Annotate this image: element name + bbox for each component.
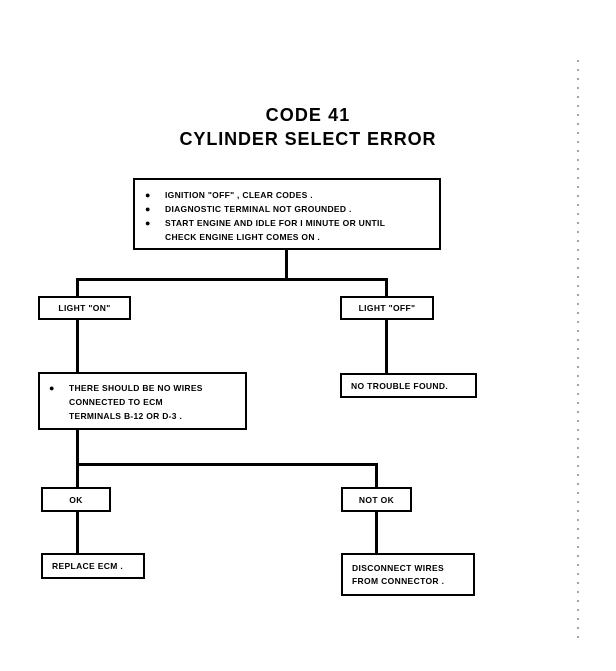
start-bullet-3: ● START ENGINE AND IDLE FOR I MINUTE OR … <box>145 216 433 230</box>
not-ok-box: NOT OK <box>341 487 412 512</box>
start-bullet-2-text: DIAGNOSTIC TERMINAL NOT GROUNDED . <box>165 204 352 214</box>
title-code-number: CODE 41 <box>265 105 351 125</box>
scan-edge-artifact <box>577 60 579 640</box>
replace-ecm-box: REPLACE ECM . <box>41 553 145 579</box>
light-off-label: LIGHT "OFF" <box>358 303 416 313</box>
ok-box: OK <box>41 487 111 512</box>
light-on-box: LIGHT "ON" <box>38 296 131 320</box>
title-fault-description: CYLINDER SELECT ERROR <box>179 129 437 149</box>
connector-to-light-off <box>385 278 388 298</box>
start-bullet-3-text-continued: CHECK ENGINE LIGHT COMES ON . <box>165 232 321 242</box>
ecm-check-bullet-1-text-continued-2: TERMINALS B-12 OR D-3 . <box>69 411 183 421</box>
connector-not-ok-to-disconnect <box>375 510 378 554</box>
start-instruction-box: ● IGNITION "OFF" , CLEAR CODES . ● DIAGN… <box>133 178 441 250</box>
light-on-label: LIGHT "ON" <box>58 303 111 313</box>
connector-ok-to-replace-ecm <box>76 510 79 554</box>
ecm-check-bullet-1-text: THERE SHOULD BE NO WIRES <box>69 383 203 393</box>
start-bullet-3-text: START ENGINE AND IDLE FOR I MINUTE OR UN… <box>165 218 386 228</box>
bullet-dot-icon: ● <box>145 218 151 228</box>
not-ok-label: NOT OK <box>358 494 395 505</box>
disconnect-wires-label-line-1: DISCONNECT WIRES <box>352 563 445 573</box>
light-off-box: LIGHT "OFF" <box>340 296 434 320</box>
bullet-dot-icon: ● <box>49 383 55 393</box>
start-bullet-1: ● IGNITION "OFF" , CLEAR CODES . <box>145 188 433 202</box>
bullet-dot-icon: ● <box>145 190 151 200</box>
ecm-check-bullet-1-text-continued-1: CONNECTED TO ECM <box>69 397 163 407</box>
no-trouble-found-box: NO TROUBLE FOUND. <box>340 373 477 398</box>
ecm-check-bullet-list: ● THERE SHOULD BE NO WIRES CONNECTED TO … <box>49 381 239 423</box>
connector-check-down <box>76 428 79 465</box>
disconnect-wires-label-line-2: FROM CONNECTOR . <box>352 576 445 586</box>
disconnect-wires-text-block: DISCONNECT WIRES FROM CONNECTOR . <box>352 562 467 588</box>
replace-ecm-label: REPLACE ECM . <box>52 561 124 571</box>
connector-light-on-to-check <box>76 319 79 374</box>
start-bullet-2: ● DIAGNOSTIC TERMINAL NOT GROUNDED . <box>145 202 433 216</box>
connector-split-bar-2 <box>76 463 378 466</box>
connector-start-down <box>285 248 288 280</box>
bullet-dot-icon: ● <box>145 204 151 214</box>
start-bullet-1-text: IGNITION "OFF" , CLEAR CODES . <box>165 190 313 200</box>
ecm-check-bullet-1: ● THERE SHOULD BE NO WIRES <box>49 381 239 395</box>
connector-to-ok <box>76 463 79 489</box>
no-trouble-found-label: NO TROUBLE FOUND. <box>351 380 449 391</box>
ecm-wiring-check-box: ● THERE SHOULD BE NO WIRES CONNECTED TO … <box>38 372 247 430</box>
ok-label: OK <box>69 494 83 505</box>
connector-split-bar-1 <box>76 278 388 281</box>
disconnect-wires-box: DISCONNECT WIRES FROM CONNECTOR . <box>341 553 475 596</box>
connector-to-light-on <box>76 278 79 298</box>
connector-to-not-ok <box>375 463 378 489</box>
connector-light-off-to-no-trouble <box>385 319 388 375</box>
chart-title: CODE 41 CYLINDER SELECT ERROR <box>0 104 616 151</box>
start-bullet-list: ● IGNITION "OFF" , CLEAR CODES . ● DIAGN… <box>145 188 433 244</box>
